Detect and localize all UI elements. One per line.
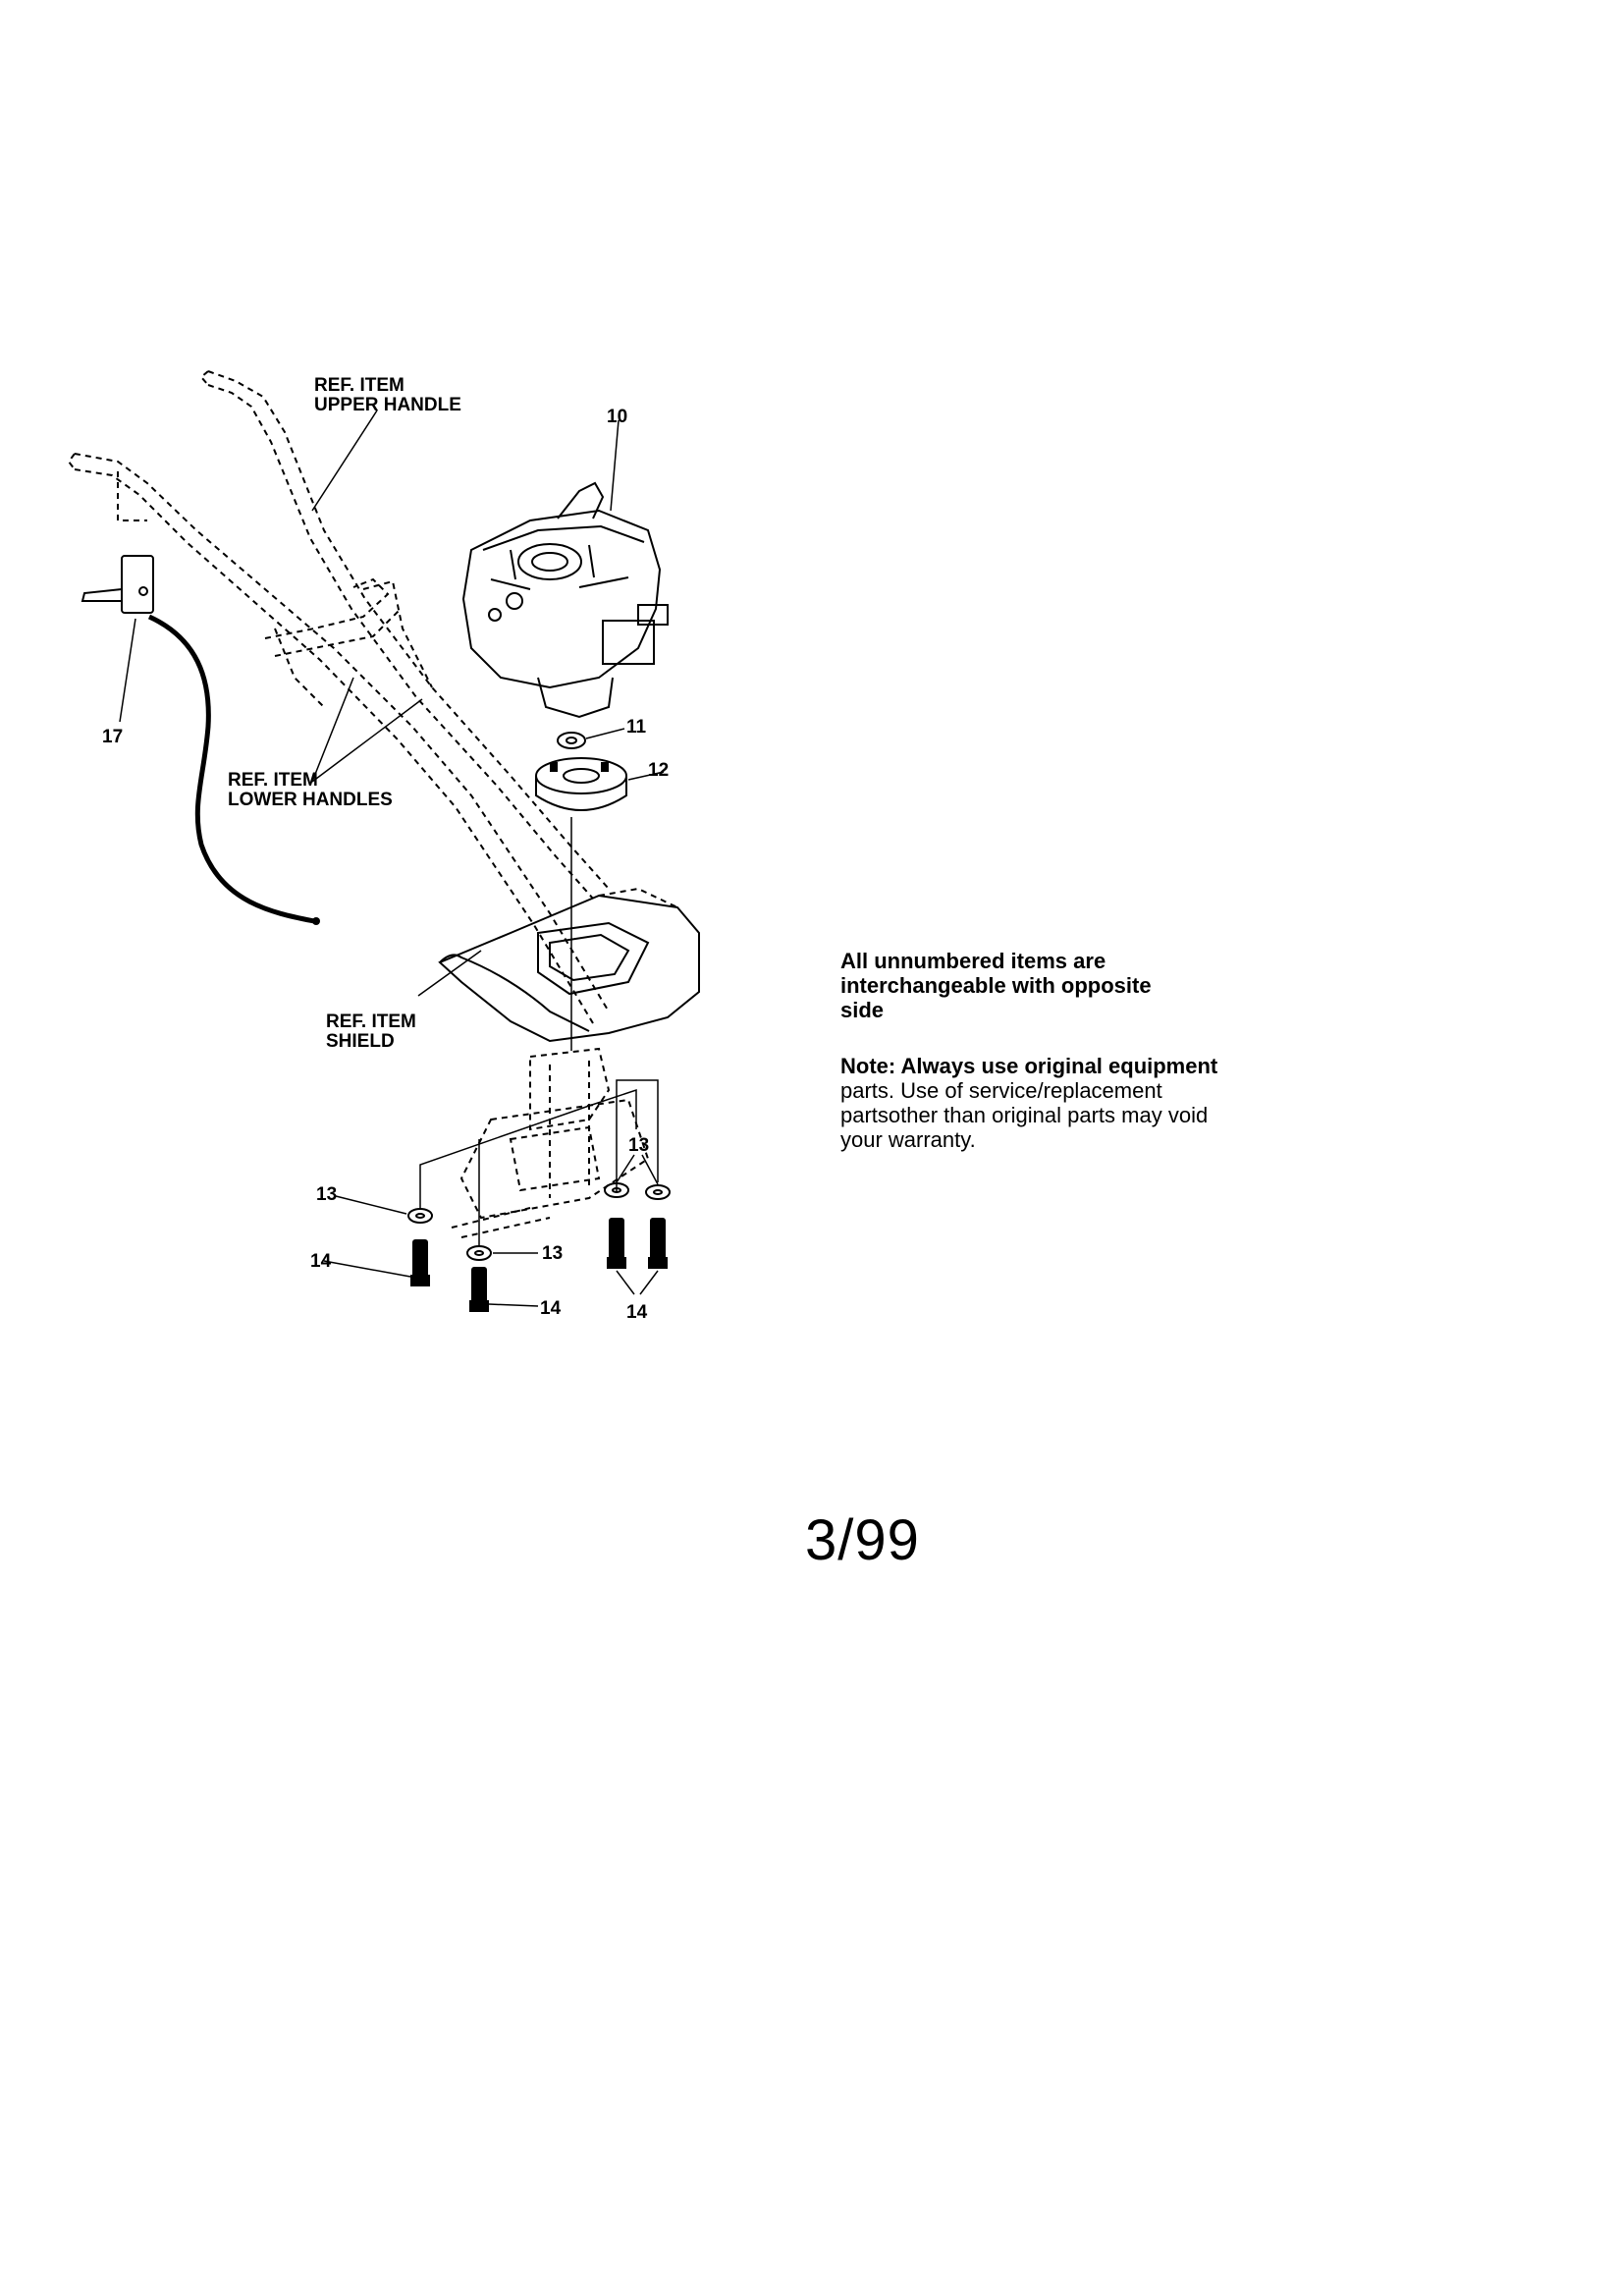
label-leaders	[311, 410, 620, 997]
note-warranty-line-2: parts. Use of service/replacement	[840, 1078, 1351, 1103]
washer-13-right	[604, 1154, 671, 1200]
upper-handle-ref-label: REF. ITEM	[314, 375, 404, 396]
note-warranty-line-3: partsother than original parts may void	[840, 1103, 1209, 1127]
hub-12	[535, 757, 665, 811]
callout-11: 11	[626, 717, 647, 738]
note-rest-1: Use of service/replacement	[894, 1078, 1162, 1103]
shield-name-label: SHIELD	[326, 1031, 395, 1052]
notes-block: All unnumbered items are interchangeable…	[840, 949, 1351, 1152]
shield	[438, 887, 700, 1043]
date-code: 3/99	[805, 1508, 920, 1572]
washer-11	[557, 728, 625, 749]
bolt-14-left	[323, 1239, 430, 1286]
upper-handle-name-label: UPPER HANDLE	[314, 395, 461, 415]
callout-13-left: 13	[316, 1184, 337, 1205]
bolt-14-mid	[469, 1267, 539, 1312]
note-warranty-heading: Note: Always use original equipment	[840, 1054, 1351, 1078]
note-line-1: All unnumbered items are	[840, 949, 1106, 973]
shield-ref-label: REF. ITEM	[326, 1011, 416, 1032]
lower-handles-name-label: LOWER HANDLES	[228, 790, 393, 810]
bolt-14-right	[607, 1218, 668, 1295]
tine-assembly	[451, 1047, 650, 1238]
note-parts-bold: parts.	[840, 1078, 895, 1103]
washer-13-mid	[466, 1245, 538, 1261]
callout-17: 17	[102, 727, 123, 747]
lower-handles-ref-label: REF. ITEM	[228, 770, 318, 791]
switch-assembly	[81, 555, 320, 925]
upper-handle	[199, 370, 610, 900]
lower-handles	[67, 453, 610, 1024]
fastener-guides	[419, 1079, 659, 1247]
note-warranty-line-4: your warranty.	[840, 1127, 976, 1152]
washer-13-left	[335, 1195, 433, 1224]
note-warranty-bold: Note: Always use original equipment	[840, 1054, 1218, 1078]
engine	[461, 481, 669, 719]
callout-14-left: 14	[310, 1251, 332, 1272]
callout-14-mid: 14	[540, 1298, 562, 1319]
callout-10: 10	[607, 407, 627, 427]
callout-13-right: 13	[628, 1135, 649, 1156]
callout-13-mid: 13	[542, 1243, 563, 1264]
callout-12: 12	[648, 760, 669, 781]
note-line-2: interchangeable with opposite	[840, 973, 1152, 998]
callout-14-right: 14	[626, 1302, 648, 1323]
note-line-3: side	[840, 998, 885, 1022]
